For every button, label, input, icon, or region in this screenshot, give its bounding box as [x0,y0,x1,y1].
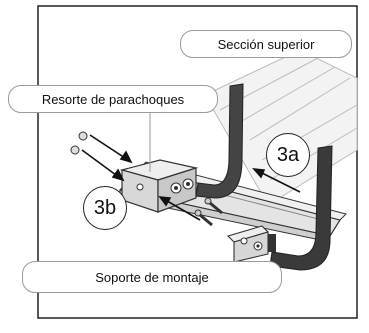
label-upper-section: Sección superior [180,30,352,58]
direction-arrows [81,134,301,221]
mounting-bracket-part [226,225,276,263]
step-3b-badge: 3b [83,186,127,230]
bumper-spring-rear [195,83,244,199]
label-mounting-bracket: Soporte de montaje [22,261,282,293]
label-bumper-spring: Resorte de parachoques [8,85,218,113]
step-3a-badge: 3a [266,133,310,177]
hardware-fasteners [70,131,223,227]
